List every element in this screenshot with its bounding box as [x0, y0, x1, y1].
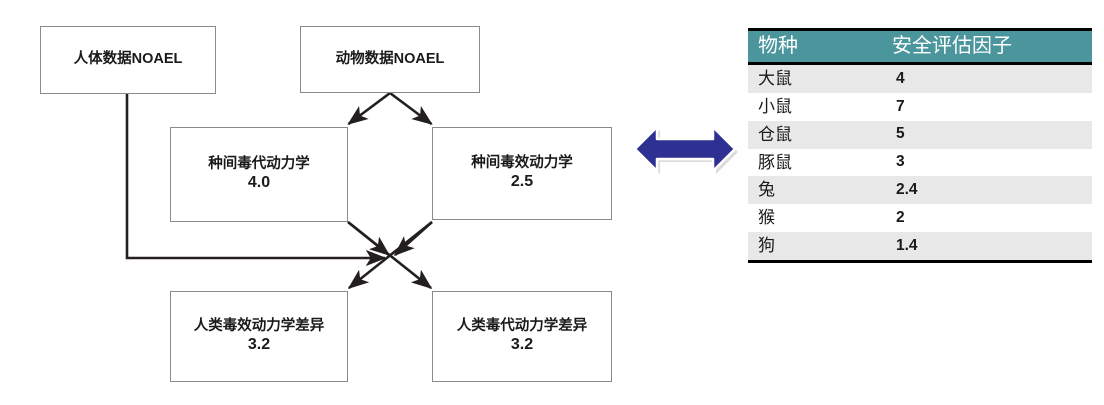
table-row: 猴 2	[748, 204, 1092, 233]
node-title: 种间毒效动力学	[471, 155, 573, 171]
node-value: 3.2	[510, 336, 534, 354]
table-row: 大鼠 4	[748, 63, 1092, 93]
table-row: 仓鼠 5	[748, 120, 1092, 149]
diagram-connectors	[125, 91, 433, 290]
cell-species: 猴	[748, 204, 882, 233]
table-header-row: 物种 安全评估因子	[748, 28, 1092, 65]
double-headed-arrow-icon	[633, 125, 738, 174]
table-body: 大鼠 4 小鼠 7 仓鼠 5 豚鼠 3 兔 2.4 猴 2 狗 1.4	[748, 63, 1092, 263]
cell-safety-factor: 2.4	[882, 176, 1092, 205]
safety-factor-table: 物种 安全评估因子 大鼠 4 小鼠 7 仓鼠 5 豚鼠 3 兔 2.4 猴 2	[748, 28, 1092, 263]
cell-species: 狗	[748, 232, 882, 263]
node-title: 种间毒代动力学	[208, 156, 310, 172]
connector-interspecies-to-hub	[347, 220, 433, 257]
table-row: 狗 1.4	[748, 232, 1092, 263]
node-human-toxicokinetic-variability[interactable]: 人类毒代动力学差异 3.2	[432, 291, 612, 382]
cell-safety-factor: 7	[882, 92, 1092, 121]
node-title: 动物数据NOAEL	[335, 50, 445, 67]
node-title: 人类毒效动力学差异	[193, 318, 325, 334]
cell-species: 仓鼠	[748, 120, 882, 149]
node-interspecies-toxicokinetics[interactable]: 种间毒代动力学 4.0	[170, 127, 348, 222]
cell-species: 兔	[748, 176, 882, 205]
node-animal-data-noael[interactable]: 动物数据NOAEL	[300, 26, 480, 93]
table-row: 小鼠 7	[748, 92, 1092, 121]
node-value: 4.0	[247, 174, 271, 192]
node-value: 3.2	[247, 336, 271, 354]
cell-safety-factor: 2	[882, 204, 1092, 233]
node-title: 人体数据NOAEL	[73, 51, 183, 68]
cell-species: 小鼠	[748, 92, 882, 121]
cell-safety-factor: 5	[882, 120, 1092, 149]
node-human-toxicodynamic-variability[interactable]: 人类毒效动力学差异 3.2	[170, 291, 348, 382]
table-row: 豚鼠 3	[748, 148, 1092, 177]
column-header-safety-factor: 安全评估因子	[882, 28, 1092, 65]
cell-species: 豚鼠	[748, 148, 882, 177]
cell-safety-factor: 3	[882, 148, 1092, 177]
node-value: 2.5	[510, 173, 534, 191]
cell-species: 大鼠	[748, 63, 882, 93]
node-human-data-noael[interactable]: 人体数据NOAEL	[40, 26, 216, 94]
flow-diagram-panel: 人体数据NOAEL 动物数据NOAEL 种间毒代动力学 4.0 种间毒效动力学 …	[40, 26, 738, 382]
cell-safety-factor: 1.4	[882, 232, 1092, 263]
column-header-species: 物种	[748, 28, 882, 65]
connector-animal-to-interspecies	[347, 91, 433, 126]
connector-hub-to-human-differences	[347, 220, 433, 290]
connector-human-noael-to-hub	[125, 94, 387, 267]
table-row: 兔 2.4	[748, 176, 1092, 205]
node-interspecies-toxicodynamics[interactable]: 种间毒效动力学 2.5	[432, 127, 612, 220]
cell-safety-factor: 4	[882, 63, 1092, 93]
node-title: 人类毒代动力学差异	[456, 318, 588, 334]
